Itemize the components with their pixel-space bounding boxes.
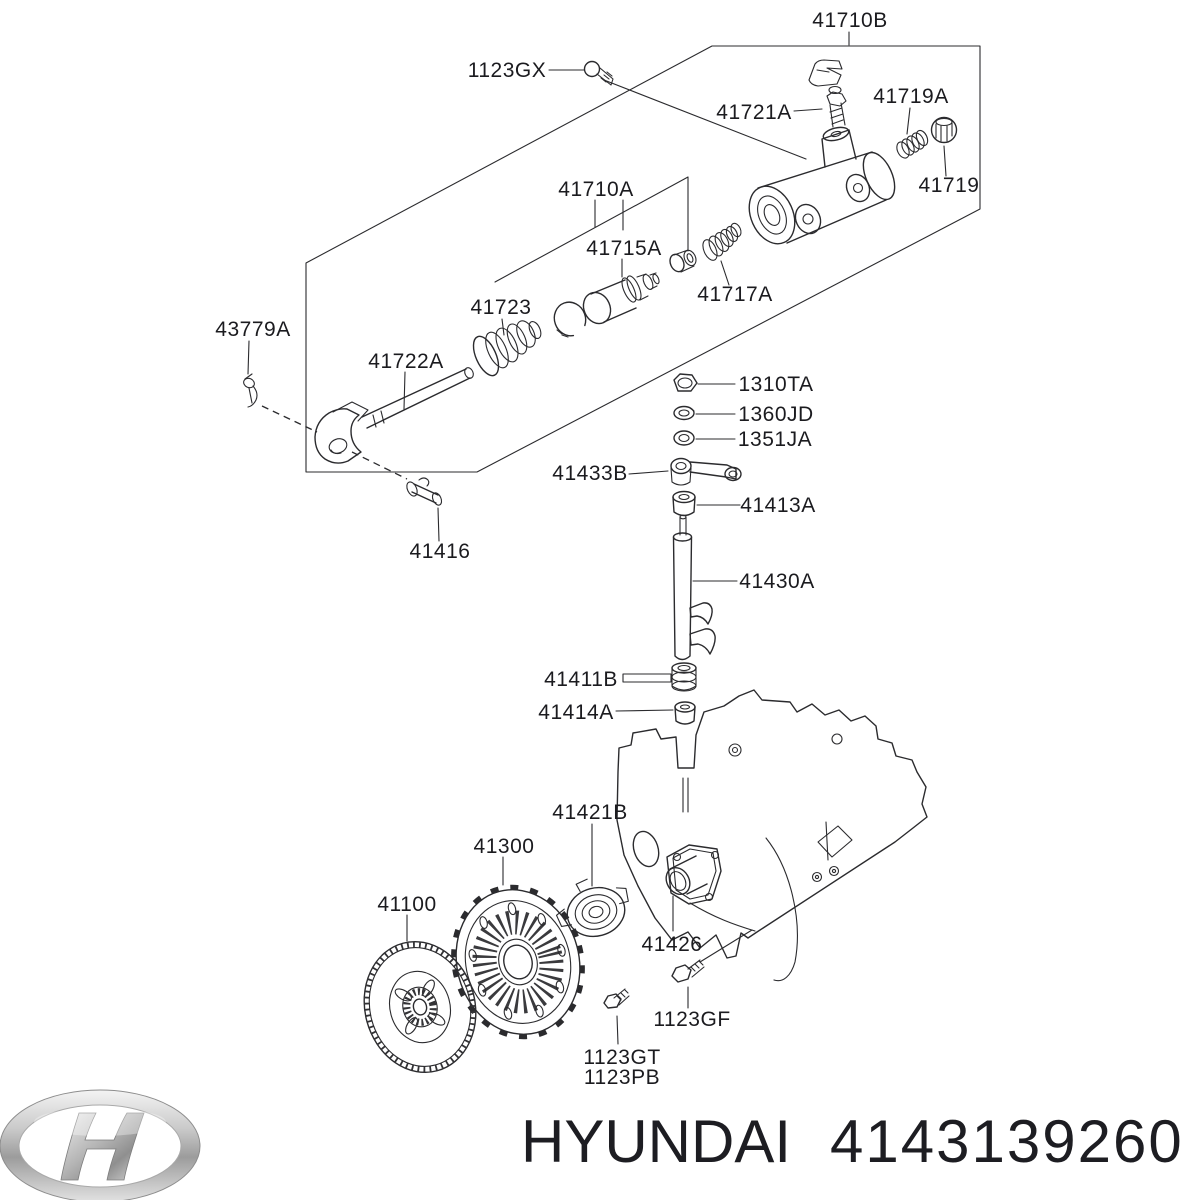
part-label-1351ja: 1351JA	[738, 428, 812, 451]
brand-wordmark: HYUNDAI	[521, 1108, 791, 1175]
part-drawing-piston-41715a	[582, 272, 660, 325]
part-drawing-bushing-41413a	[672, 490, 696, 517]
part-drawing-clip-43779a	[243, 373, 258, 408]
part-drawing-bushing-41414a	[674, 701, 696, 725]
part-label-1123gt: 1123GT	[583, 1046, 660, 1069]
part-label-41433b: 41433B	[552, 462, 627, 485]
part-drawing-lockwasher-1360jd	[673, 405, 695, 421]
part-label-1123gf: 1123GF	[653, 1008, 730, 1031]
part-drawing-shaft-41430a	[672, 514, 716, 813]
part-label-41722a: 41722A	[368, 350, 443, 373]
part-drawing-bolt-1123gf	[671, 959, 705, 983]
part-drawing-slave-cylinder	[748, 126, 896, 245]
hyundai-h-glyph	[60, 1112, 145, 1181]
part-label-41414a: 41414A	[538, 701, 613, 724]
part-drawing-bushing	[669, 249, 697, 273]
part-label-41300: 41300	[474, 835, 535, 858]
part-number-text: 4143139260	[830, 1108, 1184, 1175]
part-label-41416: 41416	[410, 540, 471, 563]
part-label-41715a: 41715A	[586, 237, 661, 260]
transmission-case-drawing	[616, 689, 928, 982]
part-label-41719: 41719	[919, 174, 980, 197]
part-drawing-pin-41416	[406, 477, 443, 506]
part-label-41430a: 41430A	[739, 570, 814, 593]
part-label-1123gx: 1123GX	[468, 59, 547, 82]
part-label-41100: 41100	[377, 893, 436, 916]
part-label-43779a: 43779A	[215, 318, 290, 341]
part-drawing-clutch-cover-41300	[451, 884, 585, 1040]
part-drawing-guide-sleeve-41426	[665, 844, 722, 905]
part-drawing-retainer-clip	[808, 59, 843, 87]
part-drawing-cap-41719	[930, 116, 958, 144]
part-drawing-bolt-1123gt	[603, 988, 630, 1009]
part-drawing-washer-1351ja	[673, 430, 695, 446]
part-drawing-spring-41717a	[702, 222, 742, 261]
footer: HYUNDAI 4143139260	[0, 1089, 1184, 1200]
part-drawing-spring-41719a	[896, 129, 929, 159]
part-drawing-lever-41433b	[670, 457, 742, 486]
part-drawing-clevis	[314, 401, 369, 464]
part-drawing-packing-41411b	[671, 662, 697, 692]
part-label-41426: 41426	[642, 933, 703, 956]
part-label-41717a: 41717A	[697, 283, 772, 306]
part-drawing-bleeder-screw-41721a	[826, 85, 847, 128]
part-drawing-bolt-1123gx	[583, 60, 614, 86]
kit-grouping-boxes	[305, 45, 981, 473]
part-label-41413a: 41413A	[740, 494, 815, 517]
part-label-41421b: 41421B	[552, 801, 627, 824]
part-label-41411b: 41411B	[544, 668, 618, 691]
part-label-1123pb: 1123PB	[584, 1066, 660, 1089]
part-label-41710b: 41710B	[812, 9, 887, 32]
part-label-41710a: 41710A	[558, 178, 633, 201]
part-label-1310ta: 1310TA	[739, 373, 814, 396]
part-drawing-clutch-disc-41100	[363, 940, 477, 1074]
part-drawing-pushrod-41722a	[361, 367, 474, 429]
part-labels: 41710B 1123GX 41721A 41719A 41719 41710A…	[215, 9, 979, 1089]
part-drawing-snap-ring	[553, 301, 587, 338]
part-label-41723: 41723	[471, 296, 532, 319]
part-label-41721a: 41721A	[716, 101, 791, 124]
leader-lines	[247, 31, 947, 1045]
part-label-1360jd: 1360JD	[738, 403, 813, 426]
part-drawing-boot-41723	[472, 320, 542, 377]
part-drawing-nut-1310ta	[673, 373, 698, 392]
hyundai-logo	[0, 1089, 201, 1200]
part-label-41719a: 41719A	[873, 85, 948, 108]
part-drawing-release-bearing-41421b	[555, 878, 629, 938]
